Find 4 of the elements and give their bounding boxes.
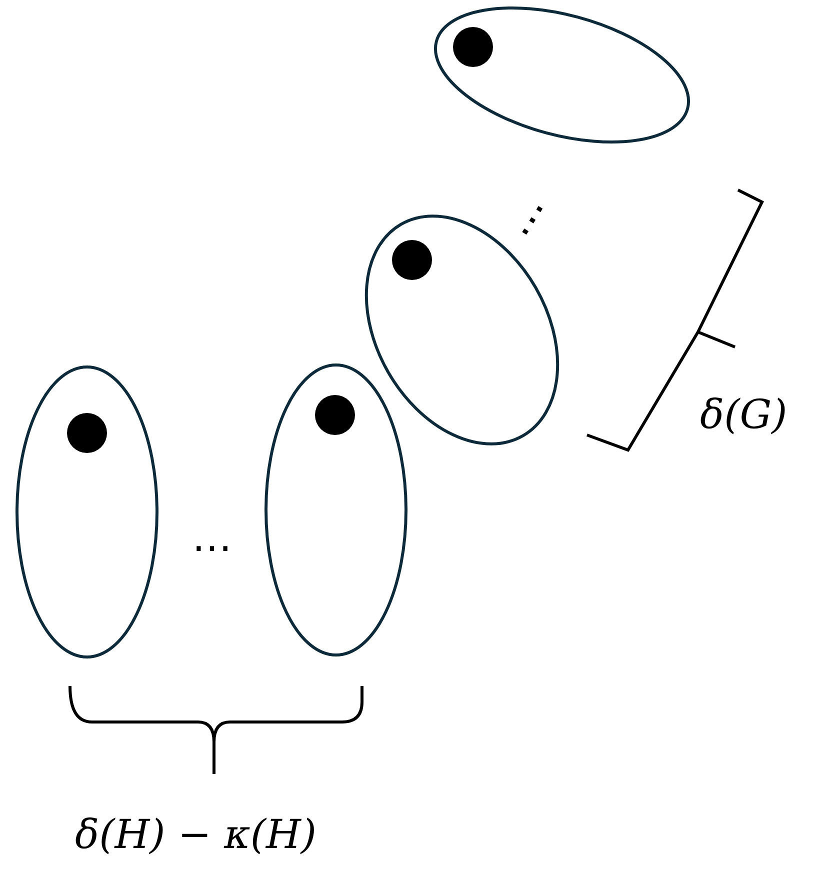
bracket-label: δ(H) − κ(H): [75, 815, 316, 855]
ellipsis: ⋯: [192, 528, 232, 568]
ellipsis: ⋯: [504, 192, 560, 248]
bracket-label: δ(G): [700, 395, 788, 435]
